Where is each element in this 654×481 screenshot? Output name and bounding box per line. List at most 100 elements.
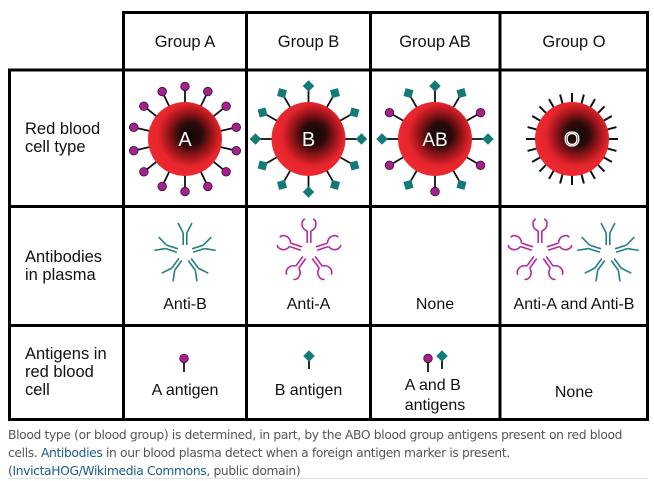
b-antigen-marker [451,88,467,110]
antigen-head-circle [179,353,189,364]
antibody-stem [191,244,204,250]
antibody-arm [600,222,607,234]
anti-b-antibody [610,257,632,282]
antigen-head-diamond [249,133,262,145]
antigen-head-diamond [482,133,494,145]
antigen-head-circle [139,101,149,111]
antibody-labels: Anti-B Anti-A None Anti-A and Anti-B [163,296,634,313]
cell-spike [596,105,606,115]
a-antigen-marker [129,122,152,133]
anti-b-antibody [577,236,602,254]
anti-a-cluster-group-o [507,218,573,281]
antibody-arm [584,267,596,274]
cell-spike [606,126,617,131]
antibody-label-group-a: Anti-B [163,296,207,313]
b-antigen-marker [338,155,360,171]
antibody-stem [166,244,179,250]
antigen-head-diamond [277,88,287,99]
red-blood-cell-body [271,102,346,176]
antigen-stem [392,155,406,165]
attribution-link[interactable]: InvictaHOG/Wikimedia Commons [12,464,207,478]
antibody-arm [595,270,599,282]
a-antigen-marker [129,145,152,156]
cell-spike [596,163,606,173]
b-antigen-marker [257,107,279,123]
antigen-stem [137,145,152,151]
b-antigen-marker [303,350,315,369]
row-header-line: in plasma [25,266,96,284]
antigen-stem [283,168,292,182]
antibody-stem [615,247,628,254]
anti-a-antibody [301,218,317,243]
antigen-head-diamond [302,186,315,198]
table-grid [8,11,649,421]
antibody-stem [174,260,183,271]
anti-a-antibody [276,234,303,252]
cell-letter: A [178,129,192,151]
b-antigen-marker [470,133,494,145]
b-antigen-marker [277,88,292,110]
antibody-label-group-o: Anti-A and Anti-B [514,296,635,313]
row-header-line: cell [25,381,50,399]
antibody-arm [322,264,333,276]
antigen-label-line: A antigen [152,382,219,399]
antigen-head-diamond [355,133,368,145]
abo-blood-group-diagram: Group A Group B Group AB Group O Red blo… [8,11,649,421]
anti-b-antibody [191,236,216,254]
a-antigen-marker [199,86,213,108]
antibody-stem [190,257,199,269]
anti-a-antibody [285,255,307,281]
antibody-stem [614,244,627,250]
cell-spike [559,94,564,105]
antibodies-link[interactable]: Antibodies [40,446,103,460]
a-antigen-marker [218,145,241,156]
antigen-stem [218,145,233,151]
antibody-label-group-ab: None [416,296,454,313]
antigen-head-diamond [303,350,315,362]
antigen-label-group-a: A antigen [152,382,219,399]
anti-a-antibody [546,234,573,252]
antigen-head-circle [129,146,139,156]
antibody-arm [557,234,570,244]
antibody-arm [204,247,216,252]
antibody-stem [526,255,535,267]
anti-a-antibody [516,255,538,281]
b-antigen-marker [325,168,340,190]
antibody-stem [529,258,538,269]
b-antigen-marker [403,88,419,110]
row-header-antigens-in-red-blood-cell: Antigens in red blood cell [25,345,111,399]
antigen-stem [211,107,224,118]
anti-b-antibody [161,257,183,282]
antigen-head-diamond [257,107,268,118]
anti-a-cluster-group-b [276,218,342,281]
antigen-stem [218,127,233,133]
cell-letter: O [564,129,580,151]
antigen-head-circle [139,167,149,177]
antigen-head-diamond [436,350,448,362]
antigen-head-diamond [456,88,467,99]
b-antigen-marker [277,168,292,190]
body-border [8,68,649,421]
antigen-stem [451,168,461,182]
antibody-arm [154,247,166,252]
antibody-stem [290,242,303,248]
antibody-arm [553,264,564,276]
antigen-head-diamond [429,80,441,92]
antigen-head-diamond [403,88,414,99]
antibody-arm [510,234,523,244]
antigen-stem [325,168,334,182]
antigen-stem [409,168,419,182]
anti-a-antibody [532,218,548,243]
antigen-label-group-ab: A and B antigens [405,377,466,414]
antigen-label-line: B antigen [275,382,343,399]
antibody-arm [541,218,548,232]
antibody-stem [547,245,560,252]
caption-text: in our blood plasma detect when a foreig… [8,446,510,478]
b-antigen-marker [338,107,360,123]
cell-spike [580,94,585,105]
antibody-arm [197,267,209,274]
cell-letter: B [302,129,315,151]
antigen-stem [137,127,152,133]
cell-spike [527,147,538,152]
